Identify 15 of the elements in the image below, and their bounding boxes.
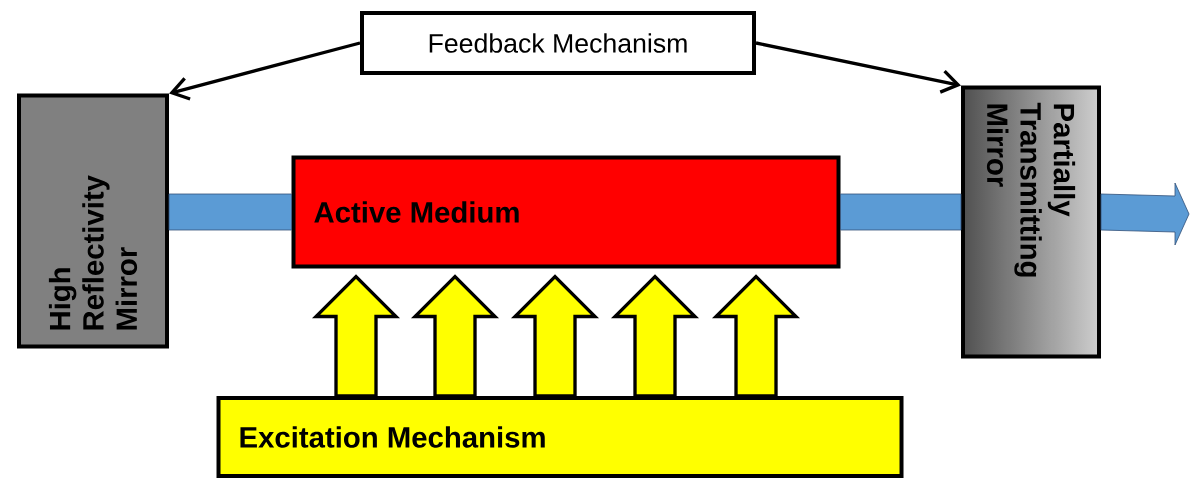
block-arrow: [611, 274, 700, 398]
excitation-box: Excitation Mechanism: [216, 396, 904, 478]
mirror-box: High Reflectivity Mirror: [17, 93, 169, 349]
block-arrow: [312, 274, 401, 398]
arrow: [169, 41, 361, 101]
feedback-box: Feedback Mechanism: [360, 11, 756, 75]
block-arrow: [511, 274, 600, 398]
mirror-box: Partially Transmitting Mirror: [961, 85, 1101, 359]
block-arrow: [712, 274, 801, 398]
light-beam: [840, 193, 962, 231]
light-beam: [168, 193, 292, 231]
active-medium-box: Active Medium: [291, 155, 841, 269]
arrow: [755, 41, 961, 94]
block-arrow: [411, 274, 500, 398]
light-beam: [1100, 182, 1190, 246]
